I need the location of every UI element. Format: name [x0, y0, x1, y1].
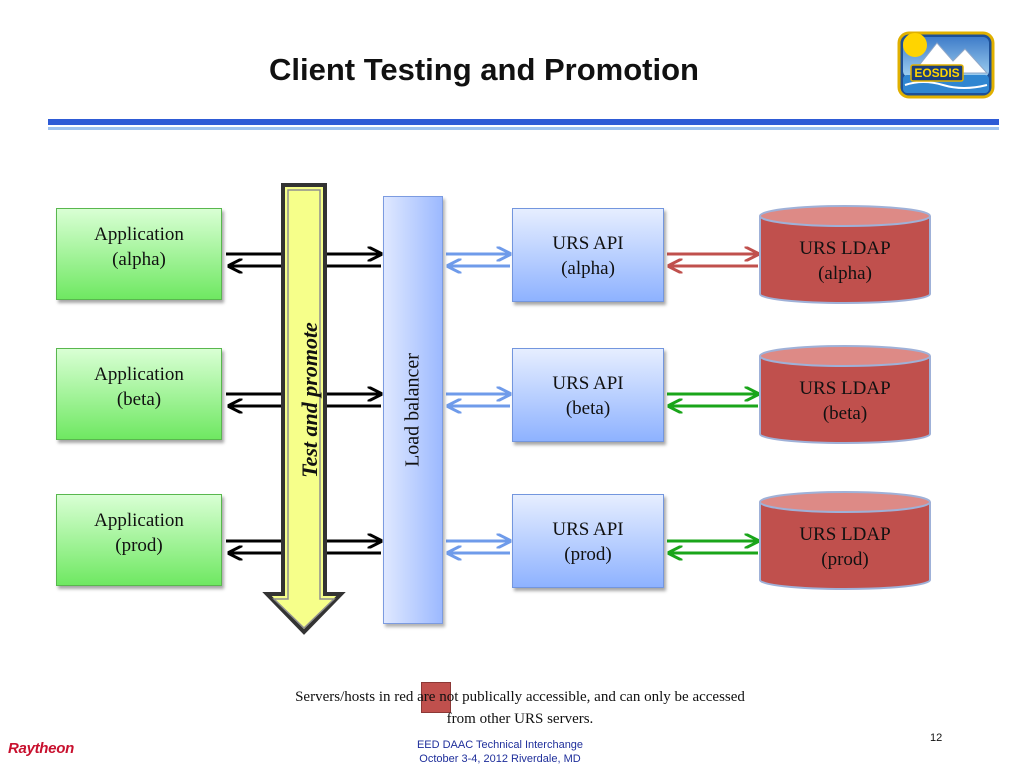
application-alpha-box: Application (alpha)	[56, 208, 222, 300]
lb-api-arrows-beta	[446, 394, 510, 406]
api-ldap-arrows-alpha	[667, 254, 758, 266]
test-promote-label: Test and promote	[297, 322, 322, 478]
legend-note: Servers/hosts in red are not publically …	[280, 686, 760, 730]
lb-api-arrows-alpha	[446, 254, 510, 266]
logo-text: EOSDIS	[914, 66, 959, 80]
ldap-cylinder-alpha	[759, 205, 931, 304]
urs-ldap-prod-label: URS LDAP (prod)	[799, 524, 891, 570]
footer-line-1: EED DAAC Technical Interchange	[416, 739, 584, 751]
ldap-cylinder-prod	[759, 491, 931, 590]
ldap-cylinder-beta	[759, 345, 931, 444]
raytheon-logo: Raytheon	[8, 740, 74, 757]
urs-api-alpha-box: URS API (alpha)	[512, 208, 664, 302]
urs-ldap-beta-label: URS LDAP (beta)	[799, 378, 891, 424]
legend-note-text: Servers/hosts in red are not publically …	[295, 689, 745, 727]
page-number: 12	[930, 732, 943, 744]
lb-api-arrows-prod	[446, 541, 510, 553]
eosdis-logo: EOSDIS	[897, 31, 995, 99]
urs-api-prod-box: URS API (prod)	[512, 494, 664, 588]
urs-api-beta-box: URS API (beta)	[512, 348, 664, 442]
api-ldap-arrows-beta	[667, 394, 758, 406]
red-swatch	[421, 682, 451, 713]
title-rule-thick	[48, 119, 999, 125]
urs-ldap-alpha-label: URS LDAP (alpha)	[799, 238, 891, 284]
application-prod-box: Application (prod)	[56, 494, 222, 586]
title-rule-thin	[48, 127, 999, 130]
application-beta-box: Application (beta)	[56, 348, 222, 440]
load-balancer-label: Load balancer	[401, 353, 424, 467]
api-ldap-arrows-prod	[667, 541, 758, 553]
load-balancer-box	[383, 196, 443, 624]
footer-line-2: October 3-4, 2012 Riverdale, MD	[419, 753, 581, 765]
footer: EED DAAC Technical Interchange October 3…	[380, 738, 620, 766]
slide-title: Client Testing and Promotion	[269, 52, 699, 87]
